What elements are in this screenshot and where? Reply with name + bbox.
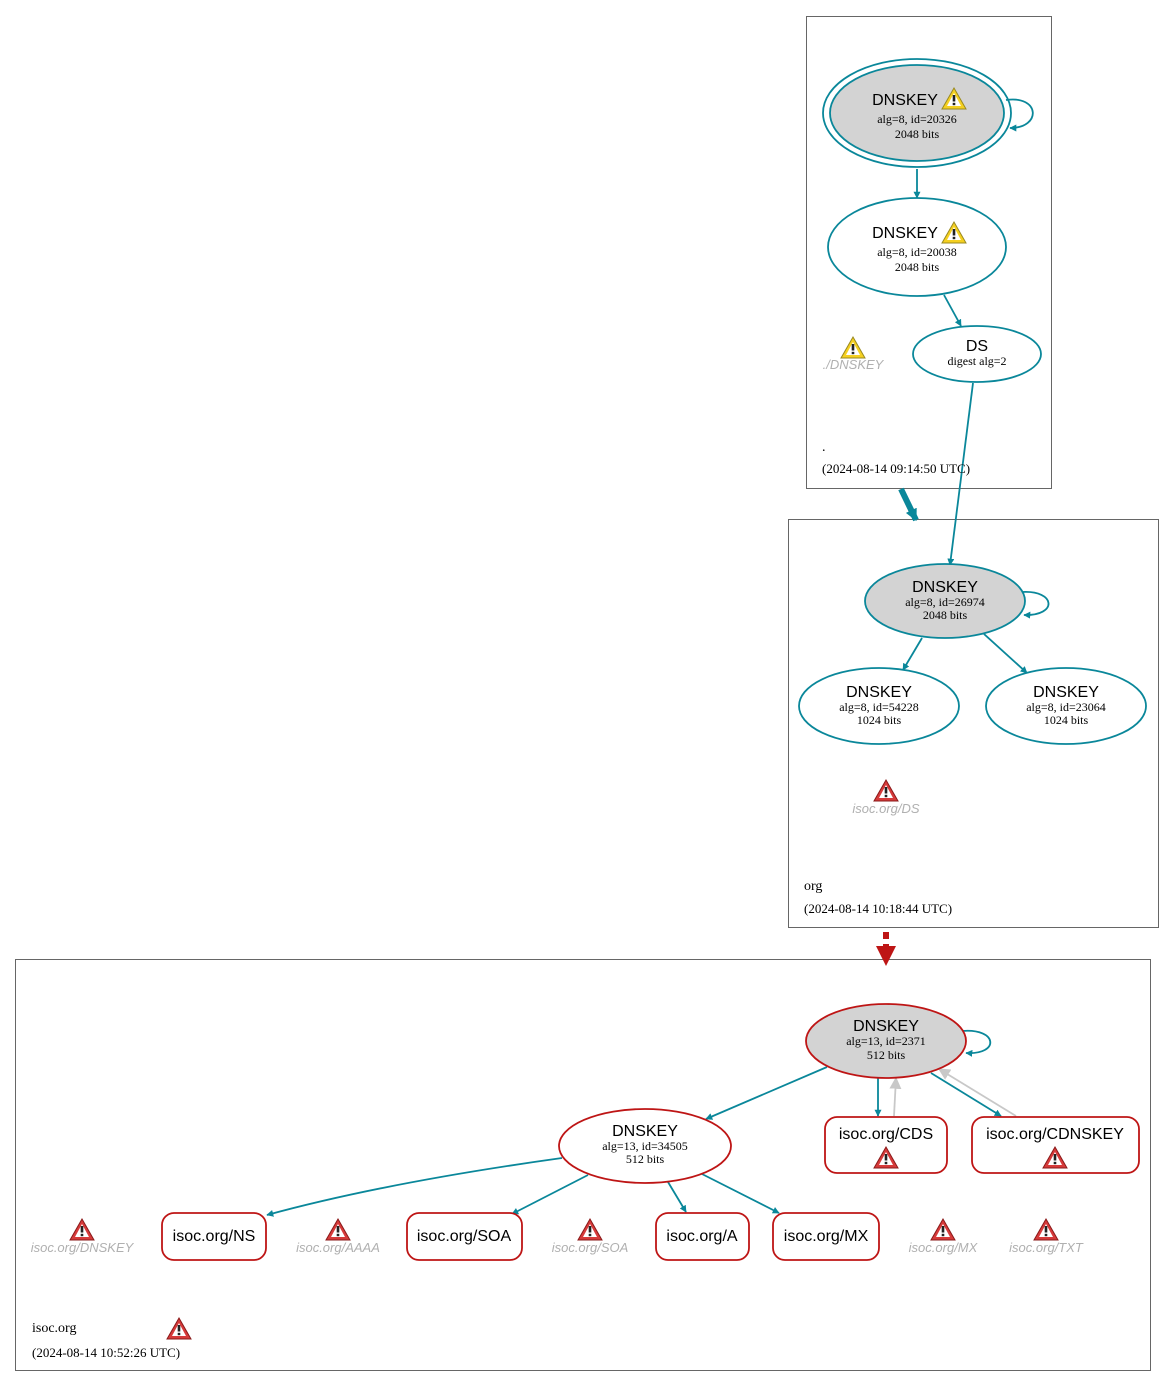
org-ghost-ds[interactable]: isoc.org/DS [852, 779, 920, 816]
isoc-ghost-aaaa[interactable]: isoc.org/AAAA [296, 1218, 380, 1255]
isoc-ghost-dnskey[interactable]: isoc.org/DNSKEY [31, 1218, 135, 1255]
edge-isoc-zsk-to-soa [511, 1174, 589, 1215]
root-ds-node[interactable]: DS digest alg=2 [912, 325, 1042, 383]
org-zone-name: org [804, 879, 822, 894]
isoc-zsk-node[interactable]: DNSKEY alg=13, id=34505 512 bits [558, 1108, 732, 1184]
isoc-ghost-soa[interactable]: isoc.org/SOA [552, 1218, 629, 1255]
edge-isoc-cdnskey-to-ksk [937, 1068, 1017, 1117]
org-ksk-detail: alg=8, id=26974 [905, 595, 985, 609]
org-ksk-node[interactable]: DNSKEY alg=8, id=26974 2048 bits [864, 563, 1026, 639]
isoc-zsk-size: 512 bits [626, 1152, 665, 1166]
isoc-soa-node[interactable]: isoc.org/SOA [406, 1212, 523, 1261]
org-zsk2-node[interactable]: DNSKEY alg=8, id=23064 1024 bits [985, 667, 1147, 745]
root-ghost-dnskey[interactable]: ./DNSKEY [823, 336, 885, 372]
isoc-zone-name: isoc.org [32, 1321, 76, 1336]
root-ghost-dnskey-label: ./DNSKEY [823, 357, 885, 372]
org-zsk2-title: DNSKEY [1033, 684, 1099, 701]
root-zone-name: . [822, 440, 826, 455]
root-zsk-size: 2048 bits [895, 260, 940, 274]
isoc-ghost-aaaa-label: isoc.org/AAAA [296, 1240, 380, 1255]
root-zone-timestamp: (2024-08-14 09:14:50 UTC) [822, 461, 970, 476]
edge-isoc-zsk-to-a [667, 1181, 687, 1213]
edge-org-ksk-to-zsk1 [902, 637, 923, 671]
isoc-mx-node[interactable]: isoc.org/MX [772, 1212, 880, 1261]
org-ksk-title: DNSKEY [912, 579, 978, 596]
org-zsk2-detail: alg=8, id=23064 [1026, 700, 1106, 714]
isoc-ghost-mx[interactable]: isoc.org/MX [909, 1218, 979, 1255]
edge-root-zsk-to-ds [943, 294, 962, 327]
isoc-cds-label: isoc.org/CDS [839, 1126, 933, 1143]
edge-root-ksk-self [1005, 98, 1034, 132]
org-zsk1-detail: alg=8, id=54228 [839, 700, 919, 714]
org-ghost-ds-label: isoc.org/DS [852, 801, 920, 816]
org-ksk-size: 2048 bits [923, 608, 968, 622]
root-ksk-title: DNSKEY [872, 92, 938, 109]
org-zone-timestamp: (2024-08-14 10:18:44 UTC) [804, 901, 952, 916]
edge-delegation-org-isoc-head [876, 946, 896, 966]
isoc-a-label: isoc.org/A [666, 1228, 737, 1245]
isoc-ksk-node[interactable]: DNSKEY alg=13, id=2371 512 bits [805, 1003, 967, 1079]
root-zsk-node[interactable]: DNSKEY alg=8, id=20038 2048 bits [827, 197, 1007, 297]
edge-isoc-ksk-to-cdnskey [930, 1072, 1002, 1117]
isoc-ksk-title: DNSKEY [853, 1018, 919, 1035]
edge-isoc-zsk-to-ns [266, 1157, 563, 1217]
edge-isoc-cds-to-ksk [889, 1076, 902, 1117]
isoc-ghost-soa-label: isoc.org/SOA [552, 1240, 629, 1255]
isoc-ksk-detail: alg=13, id=2371 [846, 1034, 926, 1048]
root-ds-title: DS [966, 338, 988, 355]
isoc-ghost-mx-label: isoc.org/MX [909, 1240, 979, 1255]
isoc-a-node[interactable]: isoc.org/A [655, 1212, 750, 1261]
edge-org-ksk-self [1021, 591, 1050, 619]
isoc-zsk-title: DNSKEY [612, 1123, 678, 1140]
edge-isoc-zsk-to-mx [701, 1173, 780, 1214]
isoc-ksk-size: 512 bits [867, 1048, 906, 1062]
edge-org-ksk-to-zsk2 [983, 633, 1028, 674]
isoc-ns-node[interactable]: isoc.org/NS [161, 1212, 267, 1261]
isoc-soa-label: isoc.org/SOA [417, 1228, 512, 1245]
root-ksk-node[interactable]: DNSKEY alg=8, id=20326 2048 bits [822, 58, 1012, 168]
isoc-ghost-txt-label: isoc.org/TXT [1009, 1240, 1084, 1255]
root-zsk-title: DNSKEY [872, 225, 938, 242]
isoc-zone-timestamp: (2024-08-14 10:52:26 UTC) [32, 1345, 180, 1360]
root-zsk-detail: alg=8, id=20038 [877, 245, 957, 259]
edge-root-ds-to-org-ksk [947, 382, 974, 566]
root-ksk-size: 2048 bits [895, 127, 940, 141]
isoc-cdnskey-node[interactable]: isoc.org/CDNSKEY [971, 1116, 1140, 1174]
root-ksk-detail: alg=8, id=20326 [877, 112, 957, 126]
edge-isoc-ksk-to-zsk [705, 1066, 828, 1120]
org-zsk1-size: 1024 bits [857, 713, 902, 727]
isoc-zsk-detail: alg=13, id=34505 [602, 1139, 688, 1153]
isoc-ghost-dnskey-label: isoc.org/DNSKEY [31, 1240, 135, 1255]
isoc-ghost-txt[interactable]: isoc.org/TXT [1009, 1218, 1084, 1255]
isoc-ns-label: isoc.org/NS [173, 1228, 256, 1245]
isoc-mx-label: isoc.org/MX [784, 1228, 869, 1245]
org-zsk2-size: 1024 bits [1044, 713, 1089, 727]
org-zsk1-title: DNSKEY [846, 684, 912, 701]
edge-isoc-ksk-self [961, 1030, 992, 1057]
edge-delegation-root-org [898, 487, 919, 522]
isoc-cds-node[interactable]: isoc.org/CDS [824, 1116, 948, 1174]
root-ds-detail: digest alg=2 [947, 354, 1006, 368]
isoc-cdnskey-label: isoc.org/CDNSKEY [986, 1126, 1124, 1143]
org-zsk1-node[interactable]: DNSKEY alg=8, id=54228 1024 bits [798, 667, 960, 745]
